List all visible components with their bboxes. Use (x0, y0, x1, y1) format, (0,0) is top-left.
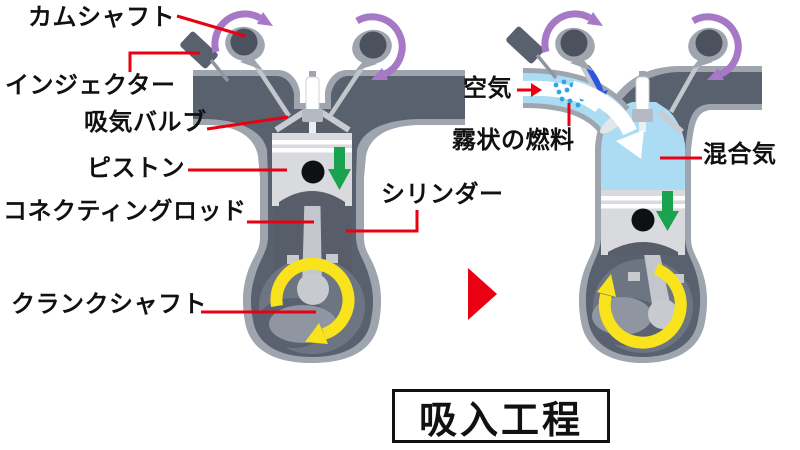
spark-plug-right (632, 71, 653, 132)
exhaust-valve-face-right (657, 109, 684, 135)
camshaft-right-exhaust (688, 27, 728, 69)
leader-lines (128, 14, 702, 314)
label-injector: インジェクター (5, 72, 176, 99)
engine-left (180, 10, 465, 363)
label-camshaft: カムシャフト (28, 4, 175, 31)
crank-cheek-left-b (326, 254, 338, 263)
page-title: 吸入工程 (418, 399, 583, 442)
label-mixture: 混合気 (703, 141, 777, 168)
process-step-arrow-icon (468, 268, 497, 320)
crank-journal-left (297, 273, 329, 305)
title-box: 吸入工程 (392, 389, 610, 443)
label-cylinder: シリンダー (381, 181, 504, 208)
intake-flow-arrow-icon (569, 80, 644, 159)
label-connecting-rod: コネクティングロッド (3, 198, 247, 225)
air-stream (523, 80, 603, 112)
camshaft-right-intake (555, 27, 595, 71)
piston-down-arrow-icon-right (656, 191, 679, 231)
crankshaft-rotation-arrow-icon-left (270, 257, 355, 344)
cam-rotation-arrow-icon-right-a (541, 10, 603, 53)
label-atomized-fuel: 霧状の燃料 (452, 127, 575, 154)
injector-right (506, 26, 558, 80)
crank-cheek-left-a (287, 255, 299, 264)
crankshaft-rotation-arrow-icon-right (597, 263, 687, 349)
leader-line-injector (128, 51, 200, 72)
cam-rotation-arrow-icon-left-b (355, 13, 406, 80)
injector-left (180, 31, 230, 83)
piston-pin-right (631, 208, 655, 232)
piston-down-arrow-icon-left (328, 147, 351, 190)
camshaft-left-exhaust (352, 29, 392, 71)
engine-right (506, 10, 762, 363)
exhaust-valve-stem-left (328, 58, 369, 118)
exhaust-valve-face-left (319, 109, 351, 133)
leader-line-intake-valve (206, 115, 289, 131)
camshaft-left-intake (225, 26, 265, 70)
cam-rotation-arrow-icon-right-b (691, 13, 742, 80)
label-piston: ピストン (87, 155, 185, 182)
cam-rotation-arrow-icon-left-a (211, 10, 273, 53)
piston-pin-left (301, 160, 325, 184)
label-intake-valve: 吸気バルブ (84, 109, 207, 136)
spark-plug-left (302, 71, 323, 133)
intake-valve-face-left (274, 109, 306, 133)
leader-line-camshaft (176, 14, 246, 38)
label-air: 空気 (463, 75, 512, 102)
crank-cheek-right-a (628, 272, 640, 281)
label-crankshaft: クランクシャフト (11, 291, 207, 318)
air-arrowhead (531, 83, 542, 97)
leader-line-cylinder (346, 210, 419, 233)
